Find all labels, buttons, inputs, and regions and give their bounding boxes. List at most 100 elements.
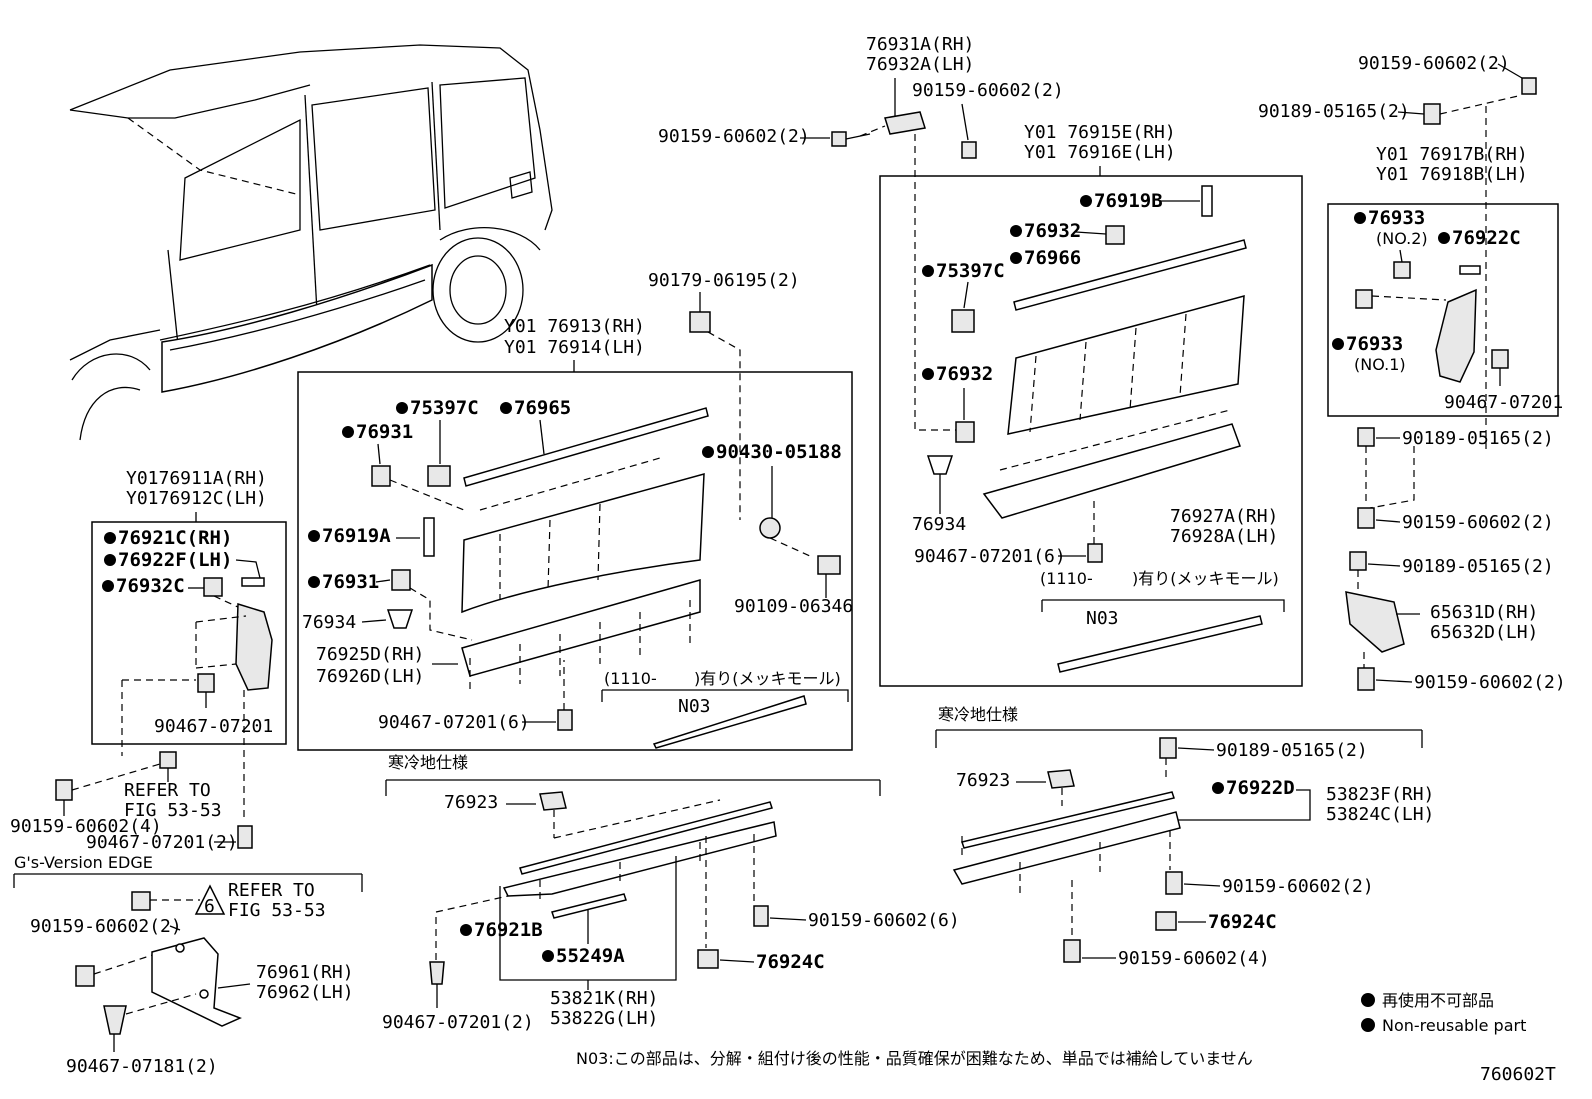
svg-text:76933: 76933 xyxy=(1368,207,1425,229)
clip-90189-r1[interactable]: 90189-05165(2) xyxy=(1357,427,1554,449)
svg-text:90189-05165(2): 90189-05165(2) xyxy=(1402,556,1554,577)
svg-text:(1110-: (1110- xyxy=(1040,569,1093,588)
gs-version-edge-section: G's-Version EDGE 90159-60602(2) 6 REFER … xyxy=(13,853,363,1077)
svg-text:90467-07201(6): 90467-07201(6) xyxy=(378,712,530,733)
svg-text:Y01 76918B(LH): Y01 76918B(LH) xyxy=(1376,164,1528,185)
svg-text:76932C: 76932C xyxy=(116,575,185,597)
svg-text:53824C(LH): 53824C(LH) xyxy=(1326,804,1434,825)
assembly-76915E[interactable]: Y01 76915E(RH) Y01 76916E(LH) 76919B 769… xyxy=(879,122,1303,687)
assembly-76917B[interactable]: Y01 76917B(RH) Y01 76918B(LH) 76933 (NO.… xyxy=(1327,144,1563,417)
svg-text:76961(RH): 76961(RH) xyxy=(256,962,354,983)
svg-text:76962(LH): 76962(LH) xyxy=(256,982,354,1003)
svg-text:76932A(LH): 76932A(LH) xyxy=(866,54,974,75)
svg-text:90159-60602(4): 90159-60602(4) xyxy=(1118,948,1270,969)
bolt-90159-r2[interactable]: 90159-60602(2) xyxy=(1357,667,1566,693)
refer-fig-53-53-a[interactable]: REFER TO FIG 53-53 xyxy=(124,751,222,821)
bolt-90159-l[interactable]: 90159-60602(4) xyxy=(10,763,162,837)
part-76931A[interactable]: 76931A(RH) 76932A(LH) xyxy=(866,34,974,135)
svg-text:Non-reusable part: Non-reusable part xyxy=(1382,1016,1526,1035)
svg-text:REFER TO: REFER TO xyxy=(228,880,315,901)
svg-text:55249A: 55249A xyxy=(556,945,625,967)
legend: 再使用不可部品 Non-reusable part xyxy=(1361,991,1526,1035)
svg-text:53822G(LH): 53822G(LH) xyxy=(550,1008,658,1029)
svg-text:Y0176912C(LH): Y0176912C(LH) xyxy=(126,488,267,509)
svg-text:90159-60602(2): 90159-60602(2) xyxy=(1222,876,1374,897)
svg-text:90159-60602(4): 90159-60602(4) xyxy=(10,816,162,837)
scuff-plate-53823F[interactable]: 90189-05165(2) 76923 76922D 53823F(RH) 5… xyxy=(952,737,1434,969)
svg-text:76923: 76923 xyxy=(956,770,1010,791)
clip-90467-l2[interactable]: 90467-07201(2) xyxy=(86,825,253,853)
svg-text:90189-05165(2): 90189-05165(2) xyxy=(1258,101,1410,122)
cold-region-spec-1: 寒冷地仕様 xyxy=(385,753,881,796)
svg-text:90467-07201: 90467-07201 xyxy=(154,716,273,737)
svg-text:76925D(RH): 76925D(RH) xyxy=(316,644,424,665)
svg-text:76927A(RH): 76927A(RH) xyxy=(1170,506,1278,527)
scuff-plate-53821K[interactable]: 76923 76921B 55249A 53821K(RH) 53822G(LH… xyxy=(382,791,960,1033)
svg-text:)有り(メッキモール): )有り(メッキモール) xyxy=(694,669,841,688)
svg-text:FIG 53-53: FIG 53-53 xyxy=(228,900,326,921)
svg-text:76932: 76932 xyxy=(936,363,993,385)
svg-text:(1110-: (1110- xyxy=(604,669,657,688)
svg-text:Y01 76915E(RH): Y01 76915E(RH) xyxy=(1024,122,1176,143)
svg-text:90159-60602(2): 90159-60602(2) xyxy=(1402,512,1554,533)
svg-text:90159-60602(2): 90159-60602(2) xyxy=(658,126,810,147)
svg-text:FIG 53-53: FIG 53-53 xyxy=(124,800,222,821)
svg-text:75397C: 75397C xyxy=(936,260,1005,282)
svg-text:N03: N03 xyxy=(678,696,711,717)
svg-text:90159-60602(2): 90159-60602(2) xyxy=(912,80,1064,101)
svg-text:90467-07201(2): 90467-07201(2) xyxy=(86,832,238,853)
svg-text:Y0176911A(RH): Y0176911A(RH) xyxy=(126,468,267,489)
svg-text:76919A: 76919A xyxy=(322,525,391,547)
clip-90189-tr[interactable]: 90189-05165(2) xyxy=(1258,101,1441,125)
svg-text:90430-05188: 90430-05188 xyxy=(716,441,842,463)
svg-text:75397C: 75397C xyxy=(410,397,479,419)
svg-text:76931A(RH): 76931A(RH) xyxy=(866,34,974,55)
svg-text:76931: 76931 xyxy=(322,571,379,593)
svg-text:76922F(LH): 76922F(LH) xyxy=(118,549,232,571)
svg-text:76928A(LH): 76928A(LH) xyxy=(1170,526,1278,547)
svg-text:Y01 76914(LH): Y01 76914(LH) xyxy=(504,337,645,358)
assembly-76911A[interactable]: Y0176911A(RH) Y0176912C(LH) 76921C(RH) 7… xyxy=(91,468,287,820)
bolt-90159-r1[interactable]: 90159-60602(2) xyxy=(1357,507,1554,533)
svg-text:Y01 76913(RH): Y01 76913(RH) xyxy=(504,316,645,337)
assembly-76913[interactable]: Y01 76913(RH) Y01 76914(LH) 75397C 76965… xyxy=(297,316,853,751)
svg-text:53823F(RH): 53823F(RH) xyxy=(1326,784,1434,805)
svg-text:90467-07201: 90467-07201 xyxy=(1444,392,1563,413)
bracket-65631D[interactable]: 65631D(RH) 65632D(LH) xyxy=(1345,591,1538,653)
svg-text:6: 6 xyxy=(204,896,215,917)
svg-text:寒冷地仕様: 寒冷地仕様 xyxy=(388,753,468,772)
svg-text:REFER TO: REFER TO xyxy=(124,780,211,801)
svg-text:90159-60602(6): 90159-60602(6) xyxy=(808,910,960,931)
refer-fig-53-53-b[interactable]: 6 REFER TO FIG 53-53 xyxy=(194,880,326,921)
footnote-n03: N03:この部品は、分解・組付け後の性能・品質確保が困難なため、単品では補給して… xyxy=(576,1049,1253,1068)
svg-text:76932: 76932 xyxy=(1024,220,1081,242)
bolt-90159-tr[interactable]: 90159-60602(2) xyxy=(1358,53,1537,95)
svg-text:76921B: 76921B xyxy=(474,919,543,941)
svg-text:76926D(LH): 76926D(LH) xyxy=(316,666,424,687)
bolt-90159-60602-b[interactable]: 90159-60602(2) xyxy=(912,80,1064,159)
svg-text:90467-07201(6): 90467-07201(6) xyxy=(914,546,1066,567)
svg-text:90189-05165(2): 90189-05165(2) xyxy=(1216,740,1368,761)
figure-number: 760602T xyxy=(1480,1064,1556,1085)
svg-text:76919B: 76919B xyxy=(1094,190,1163,212)
svg-text:76921C(RH): 76921C(RH) xyxy=(118,527,232,549)
clip-90179[interactable]: 90179-06195(2) xyxy=(648,270,800,520)
svg-text:再使用不可部品: 再使用不可部品 xyxy=(1382,991,1494,1010)
svg-text:寒冷地仕様: 寒冷地仕様 xyxy=(938,705,1018,724)
cold-region-spec-2: 寒冷地仕様 xyxy=(935,705,1423,748)
bracket-76961[interactable]: 76961(RH) 76962(LH) xyxy=(151,937,354,1027)
svg-text:90467-07181(2): 90467-07181(2) xyxy=(66,1056,218,1077)
bolt-90159-60602-a[interactable]: 90159-60602(2) xyxy=(658,125,886,147)
svg-text:90189-05165(2): 90189-05165(2) xyxy=(1402,428,1554,449)
svg-text:(NO.1): (NO.1) xyxy=(1354,355,1406,374)
svg-text:76924C: 76924C xyxy=(1208,911,1277,933)
svg-text:65631D(RH): 65631D(RH) xyxy=(1430,602,1538,623)
svg-text:65632D(LH): 65632D(LH) xyxy=(1430,622,1538,643)
bolt-90109[interactable]: 90109-06346 xyxy=(734,555,853,617)
svg-text:(NO.2): (NO.2) xyxy=(1376,229,1428,248)
svg-text:Y01 76917B(RH): Y01 76917B(RH) xyxy=(1376,144,1528,165)
svg-text:76933: 76933 xyxy=(1346,333,1403,355)
clip-90189-r2[interactable]: 90189-05165(2) xyxy=(1349,551,1554,577)
svg-text:90467-07201(2): 90467-07201(2) xyxy=(382,1012,534,1033)
